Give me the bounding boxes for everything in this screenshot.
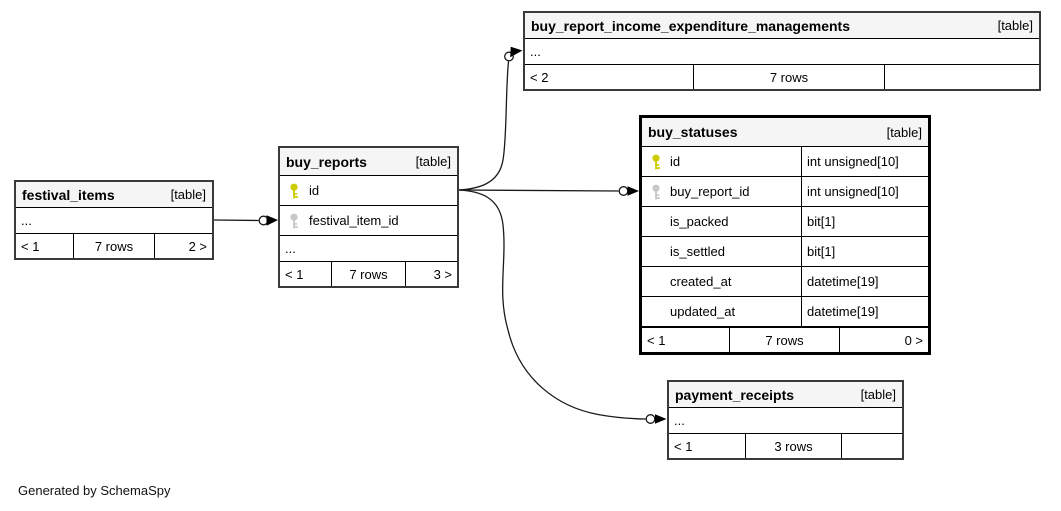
footer-row-count: 7 rows xyxy=(730,328,840,352)
footer-parents-count: 3 > xyxy=(433,266,452,282)
footer-children-count: < 2 xyxy=(525,65,694,89)
footer-row-count: 7 rows xyxy=(74,234,155,258)
table-footer: < 1 3 rows xyxy=(669,433,902,458)
column-type: int unsigned[10] xyxy=(801,177,928,206)
footer-children-count: < 1 xyxy=(669,434,746,458)
footer-row-count: 3 rows xyxy=(746,434,842,458)
edge-circle xyxy=(618,186,629,196)
table-header: buy_statuses [table] xyxy=(642,118,928,147)
table-header: buy_report_income_expenditure_management… xyxy=(525,13,1039,39)
column-name: is_settled xyxy=(670,244,725,259)
primary-key-icon xyxy=(652,154,660,169)
column-name: created_at xyxy=(670,274,732,289)
table-footer: < 1 7 rows 3 > xyxy=(280,261,457,286)
column-row-is_settled: is_settled bit[1] xyxy=(642,237,928,267)
table-buy_report_income_expenditure_managements[interactable]: buy_report_income_expenditure_management… xyxy=(523,11,1041,91)
table-badge: [table] xyxy=(886,124,922,140)
edge-arrowhead xyxy=(510,46,523,58)
column-name: festival_item_id xyxy=(309,213,399,228)
footer-children-count: < 1 xyxy=(642,328,730,352)
column-type: int unsigned[10] xyxy=(801,147,928,176)
edge-circle xyxy=(645,414,656,424)
table-festival_items[interactable]: festival_items [table] ... < 1 7 rows 2 … xyxy=(14,180,214,260)
table-header: payment_receipts [table] xyxy=(669,382,902,408)
column-name: id xyxy=(670,154,681,169)
table-footer: < 1 7 rows 0 > xyxy=(642,327,928,352)
column-row-id: id int unsigned[10] xyxy=(642,147,928,177)
edge-festival_items-buy_reports xyxy=(212,219,259,222)
table-badge: [table] xyxy=(997,18,1033,33)
foreign-key-icon xyxy=(290,213,298,228)
collapsed-columns-row: ... xyxy=(674,413,685,428)
column-type: datetime[19] xyxy=(801,297,928,326)
table-footer: < 2 7 rows xyxy=(525,64,1039,89)
footer-parents-count xyxy=(842,434,902,458)
collapsed-columns-row: ... xyxy=(285,241,296,256)
edge-buy_reports-payment_receipts xyxy=(457,189,646,420)
column-name: buy_report_id xyxy=(670,184,750,199)
column-row-festival_item_id: festival_item_id xyxy=(280,206,457,236)
primary-key-icon xyxy=(290,183,298,198)
column-type: bit[1] xyxy=(801,207,928,236)
table-title: buy_reports xyxy=(286,153,367,170)
footer-row-count: 7 rows xyxy=(694,65,885,89)
table-buy_reports[interactable]: buy_reports [table] id xyxy=(278,146,459,288)
table-title: buy_report_income_expenditure_management… xyxy=(531,17,850,34)
footer-children-count: < 1 xyxy=(16,234,74,258)
footer-row-count: 7 rows xyxy=(332,262,406,286)
column-row-id: id xyxy=(280,176,457,206)
column-name: updated_at xyxy=(670,304,736,319)
footer-parents-count: 2 > xyxy=(188,238,207,254)
table-header: festival_items [table] xyxy=(16,182,212,208)
column-row-updated_at: updated_at datetime[19] xyxy=(642,297,928,327)
column-type: datetime[19] xyxy=(801,267,928,296)
column-row-buy_report_id: buy_report_id int unsigned[10] xyxy=(642,177,928,207)
column-type: bit[1] xyxy=(801,237,928,266)
foreign-key-icon xyxy=(652,184,660,199)
table-title: festival_items xyxy=(22,186,115,203)
edge-buy_reports-birem xyxy=(457,61,510,191)
edge-arrowhead xyxy=(655,414,667,424)
table-badge: [table] xyxy=(860,387,896,402)
edge-circle xyxy=(258,215,269,226)
column-row-is_packed: is_packed bit[1] xyxy=(642,207,928,237)
column-name: id xyxy=(309,183,320,198)
footer-children-count: < 1 xyxy=(280,262,332,286)
collapsed-columns-row: ... xyxy=(21,213,32,228)
edge-buy_reports-buy_statuses xyxy=(457,189,619,192)
collapsed-columns-row: ... xyxy=(530,44,541,59)
table-payment_receipts[interactable]: payment_receipts [table] ... < 1 3 rows xyxy=(667,380,904,460)
table-title: buy_statuses xyxy=(648,124,738,140)
footer-parents-count: 0 > xyxy=(904,332,923,348)
edge-arrowhead xyxy=(627,186,639,196)
table-badge: [table] xyxy=(415,154,451,169)
edge-circle xyxy=(504,51,514,62)
table-footer: < 1 7 rows 2 > xyxy=(16,233,212,258)
table-badge: [table] xyxy=(170,187,206,202)
table-title: payment_receipts xyxy=(675,386,795,403)
column-row-created_at: created_at datetime[19] xyxy=(642,267,928,297)
table-buy_statuses[interactable]: buy_statuses [table] id int unsigned[10] xyxy=(639,115,931,355)
footer-parents-count xyxy=(885,65,1039,89)
column-name: is_packed xyxy=(670,214,729,229)
generated-by-credit: Generated by SchemaSpy xyxy=(18,483,171,498)
table-header: buy_reports [table] xyxy=(280,148,457,176)
edge-arrowhead xyxy=(266,215,278,226)
